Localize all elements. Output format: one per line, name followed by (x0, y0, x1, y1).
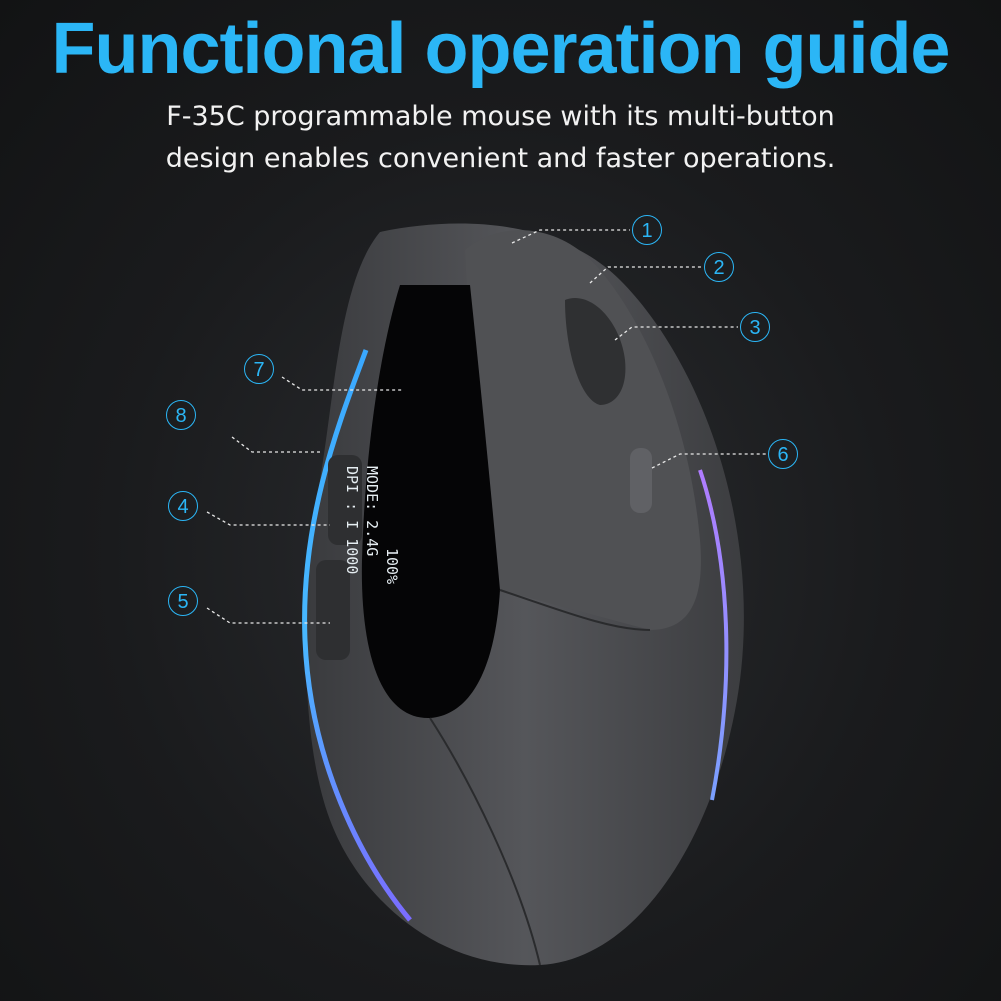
callout-8: 8 (166, 400, 196, 430)
callout-1: 1 (632, 215, 662, 245)
oled-dpi: DPI : I 1000 (343, 466, 361, 575)
front-light-strip (302, 349, 412, 922)
callout-line-1 (511, 229, 630, 244)
callout-2: 2 (704, 252, 734, 282)
forward-button (328, 455, 362, 545)
callout-7: 7 (244, 354, 274, 384)
oled-screen (361, 285, 500, 719)
callout-line-7 (281, 376, 402, 391)
subtitle-line-1: F-35C programmable mouse with its multi-… (166, 101, 835, 132)
body-seam (429, 717, 541, 966)
dpi-button (630, 448, 652, 513)
callout-line-3 (614, 326, 738, 341)
callout-6: 6 (768, 439, 798, 469)
back-button (316, 560, 350, 660)
scroll-wheel (565, 298, 626, 405)
callout-4: 4 (168, 491, 198, 521)
subtitle-line-2: design enables convenient and faster ope… (165, 143, 836, 174)
callout-lines (206, 229, 766, 624)
page-title: Functional operation guide (51, 9, 951, 89)
oled-battery: 100% (383, 548, 401, 585)
callout-line-6 (651, 453, 766, 469)
callout-line-2 (589, 266, 702, 284)
button-seam (499, 589, 651, 631)
callout-3: 3 (740, 312, 770, 342)
callout-line-4 (206, 511, 330, 526)
side-light-strip (698, 469, 729, 801)
mouse-top-button (465, 230, 701, 630)
callout-line-8 (231, 436, 320, 453)
callout-5: 5 (168, 586, 198, 616)
oled-mode: MODE: 2.4G (363, 466, 381, 557)
